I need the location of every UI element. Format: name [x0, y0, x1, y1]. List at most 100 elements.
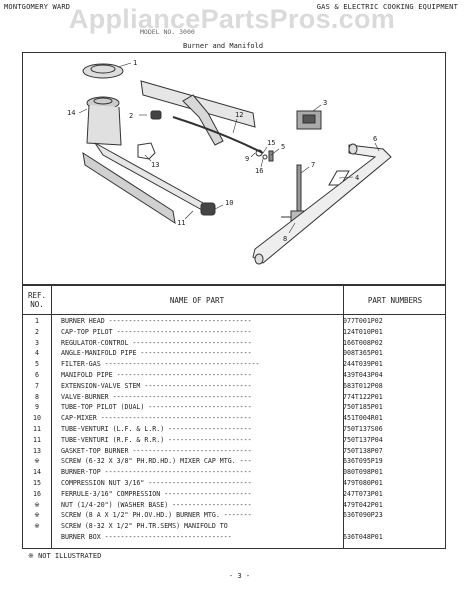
callout-3: 3 — [323, 99, 327, 107]
row-part-number: 077T001P02 — [343, 317, 383, 325]
callout-5: 5 — [281, 143, 285, 151]
table-row: 15 COMPRESSION NUT 3/16" ----------------… — [23, 479, 447, 487]
row-part-name: TUBE-TOP PILOT (DUAL) ------------------… — [61, 403, 252, 412]
parts-diagram: 1 2 3 4 5 6 7 8 9 10 11 12 13 14 15 16 — [22, 52, 446, 285]
model-line: MODEL NO. 3000 — [140, 28, 195, 36]
page-number: - 3 - — [229, 572, 251, 580]
row-part-number: 636T090P23 — [343, 511, 383, 520]
table-row: 9 TUBE-TOP PILOT (DUAL) -----------------… — [23, 403, 447, 411]
row-part-name: REGULATOR-CONTROL ----------------------… — [61, 338, 252, 347]
callout-6: 6 — [373, 135, 377, 143]
row-part-number: 750T138P07 — [343, 446, 383, 455]
header-brand: MONTGOMERY WARD — [4, 3, 71, 11]
row-part-name: NUT (1/4-20") (WASHER BASE) ------------… — [61, 500, 252, 509]
subtitle: Burner and Manifold — [183, 42, 264, 50]
callout-13: 13 — [151, 161, 159, 169]
callout-15: 15 — [267, 139, 275, 147]
table-row: 3 REGULATOR-CONTROL ---------------------… — [23, 339, 447, 347]
row-part-number: 008T365P01 — [343, 349, 383, 358]
table-row: 4 ANGLE-MANIFOLD PIPE -------------------… — [23, 349, 447, 357]
row-part-number: 479T080P01 — [343, 479, 383, 487]
callout-11: 11 — [177, 219, 185, 227]
table-row: 16 FERRULE-3/16" COMPRESSION ------------… — [23, 490, 447, 498]
table-row: 10 CAP-MIXER ----------------------------… — [23, 414, 447, 422]
table-row: ※ NUT (1/4-20") (WASHER BASE) -----------… — [23, 501, 447, 509]
callout-4: 4 — [355, 174, 359, 182]
table-row: 2 CAP-TOP PILOT -------------------------… — [23, 328, 447, 336]
column-header-name: NAME OF PART — [169, 295, 225, 305]
exploded-view-drawing: 1 2 3 4 5 6 7 8 9 10 11 12 13 14 15 16 — [67, 59, 392, 265]
row-part-name: SCREW (6-32 X 3/8" PH.RD.HD.) MIXER CAP … — [61, 457, 252, 466]
row-part-number: 244T039P01 — [343, 360, 383, 369]
table-row: ※ SCREW (8 A X 1/2" PH.OV.HD.) BURNER MTG… — [23, 511, 447, 519]
callout-10: 10 — [225, 199, 233, 207]
row-part-number: 247T073P01 — [343, 489, 383, 498]
row-part-number: 750T185P01 — [343, 403, 383, 412]
callout-2: 2 — [129, 112, 133, 120]
table-row: 8 VALVE-BURNER --------------------------… — [23, 393, 447, 401]
callout-16: 16 — [255, 167, 263, 175]
row-part-name: FERRULE-3/16" COMPRESSION --------------… — [61, 489, 252, 498]
row-ref: 11 — [33, 425, 41, 433]
row-part-number: 683T012P08 — [343, 381, 383, 390]
row-ref: ※ — [34, 500, 40, 509]
row-part-number: 750T137S06 — [343, 425, 383, 433]
row-ref: ※ — [34, 522, 40, 531]
row-part-name: COMPRESSION NUT 3/16" ------------------… — [61, 479, 252, 487]
watermark: AppliancePartsPros.com — [68, 4, 396, 34]
row-ref: 11 — [33, 435, 41, 444]
row-part-name: GASKET-TOP BURNER ----------------------… — [61, 446, 252, 455]
row-ref: 13 — [33, 446, 41, 455]
row-part-name: ANGLE-MANIFOLD PIPE --------------------… — [61, 349, 252, 358]
row-ref: 16 — [33, 489, 41, 498]
row-ref: 9 — [35, 403, 39, 412]
row-part-number: 166T008P02 — [343, 338, 383, 347]
row-part-name: TUBE-VENTURI (R.F. & R.R.) -------------… — [61, 435, 252, 444]
row-part-name: VALVE-BURNER ---------------------------… — [61, 392, 252, 401]
callout-1: 1 — [133, 59, 137, 67]
row-ref: 14 — [33, 468, 41, 477]
row-part-number: 636T095P19 — [343, 457, 383, 466]
row-ref: 7 — [35, 381, 39, 390]
row-ref: 2 — [35, 327, 39, 336]
header-category: GAS & ELECTRIC COOKING EQUIPMENT — [316, 3, 458, 11]
row-ref: 8 — [35, 392, 39, 401]
callout-9: 9 — [245, 155, 249, 163]
row-part-name: BURNER BOX -----------------------------… — [61, 533, 232, 541]
table-row: ※ SCREW (8-32 X 1/2" PH.TR.SEMS) MANIFOLD… — [23, 522, 447, 530]
table-row: ※ SCREW (6-32 X 3/8" PH.RD.HD.) MIXER CAP… — [23, 457, 447, 465]
callout-12: 12 — [235, 111, 243, 119]
row-ref: 3 — [35, 338, 39, 347]
row-part-name: CAP-MIXER ------------------------------… — [61, 414, 252, 423]
row-part-name: CAP-TOP PILOT --------------------------… — [61, 327, 252, 336]
row-ref: ※ — [34, 457, 40, 466]
table-row: 13 GASKET-TOP BURNER --------------------… — [23, 447, 447, 455]
table-row: 7 EXTENSION-VALVE STEM ------------------… — [23, 382, 447, 390]
table-row: BURNER BOX -----------------------------… — [23, 533, 447, 541]
table-row: 11 TUBE-VENTURI (R.F. & R.R.) -----------… — [23, 436, 447, 444]
row-part-number: 479T042P01 — [343, 500, 383, 509]
row-part-name: FILTER-GAS -----------------------------… — [61, 360, 260, 369]
column-header-part-numbers: PART NUMBERS — [367, 295, 423, 305]
row-part-number: 636T048P01 — [343, 533, 383, 541]
row-part-number: 439T043P04 — [343, 371, 383, 379]
row-ref: 10 — [33, 414, 41, 423]
row-ref: 15 — [33, 479, 41, 487]
row-part-number: 774T122P01 — [343, 392, 383, 401]
row-ref: 1 — [35, 317, 39, 325]
row-ref: 4 — [35, 349, 39, 358]
row-part-name: EXTENSION-VALVE STEM -------------------… — [61, 381, 252, 390]
callout-8: 8 — [283, 235, 287, 243]
row-part-number: 750T137P04 — [343, 435, 383, 444]
row-ref: ※ — [34, 511, 40, 520]
row-part-name: SCREW (8-32 X 1/2" PH.TR.SEMS) MANIFOLD … — [61, 522, 228, 531]
column-header-ref: REF. NO. — [27, 291, 47, 309]
row-part-name: SCREW (8 A X 1/2" PH.OV.HD.) BURNER MTG.… — [61, 511, 252, 520]
not-illustrated-note: ※ NOT ILLUSTRATED — [28, 552, 102, 560]
